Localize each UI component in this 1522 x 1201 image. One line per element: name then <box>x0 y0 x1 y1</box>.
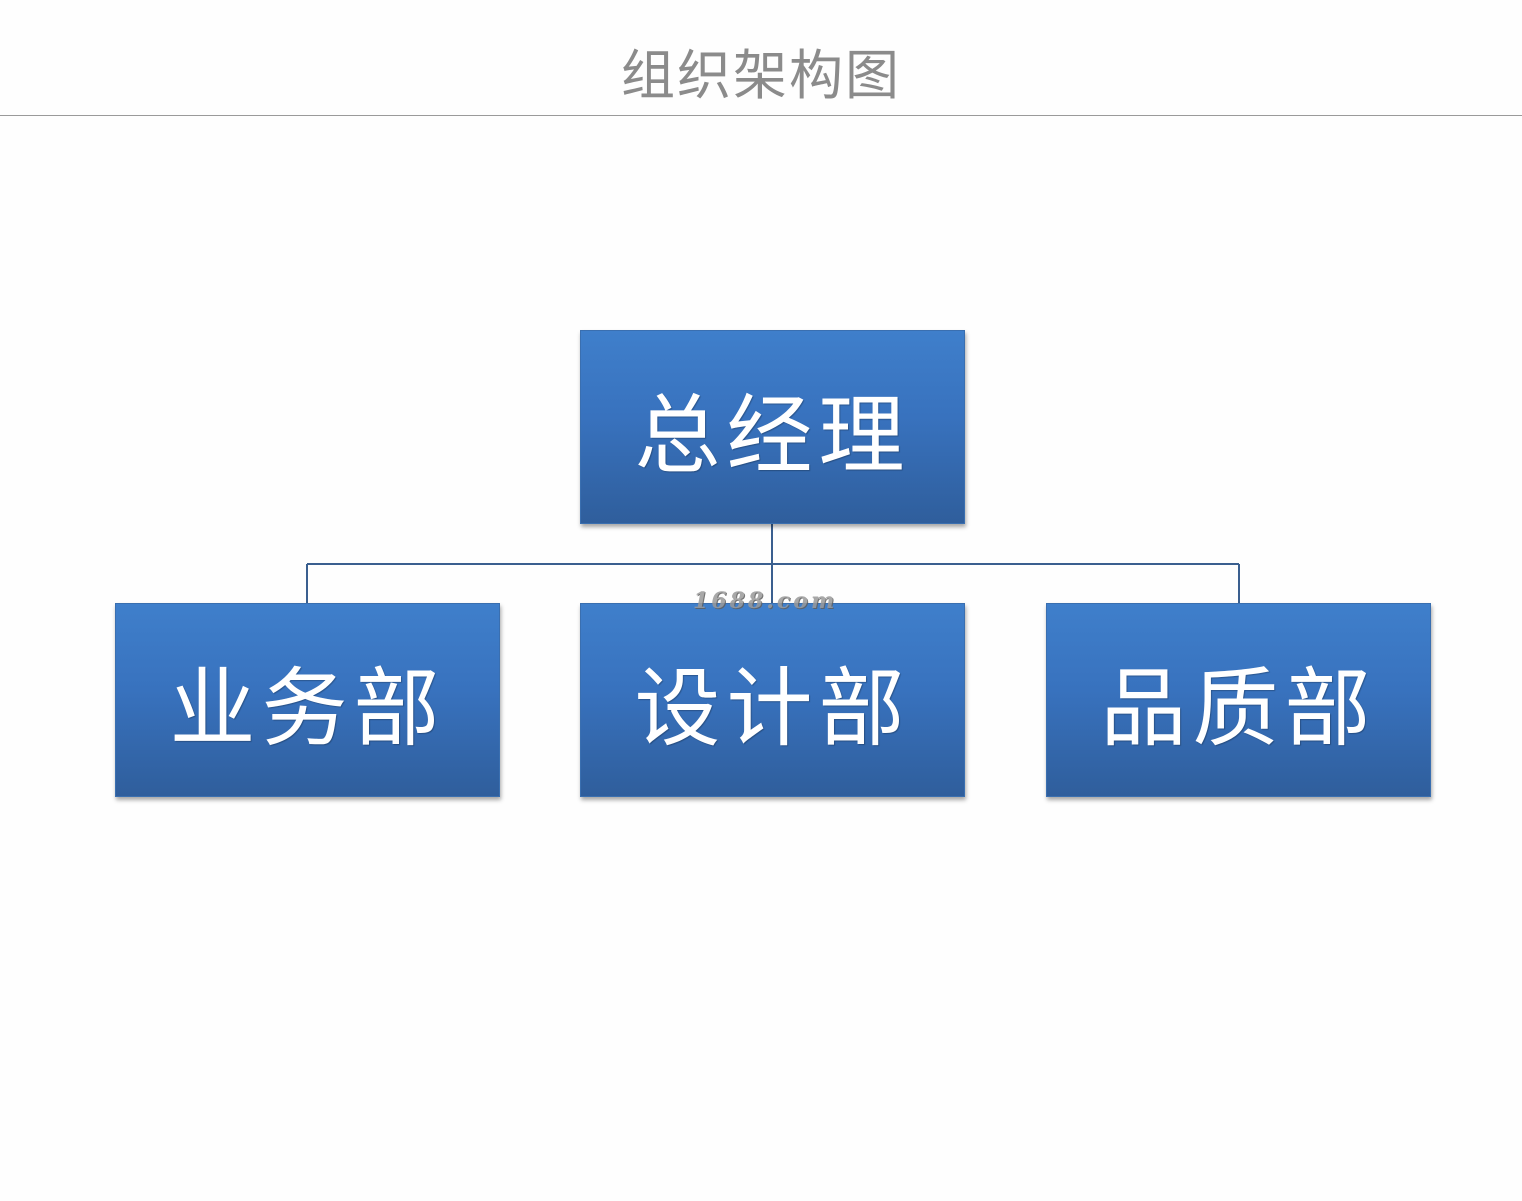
org-node-design-dept: 设计部 <box>580 603 965 797</box>
org-node-label: 品质部 <box>1100 658 1377 759</box>
watermark: 1688.com <box>693 588 838 614</box>
org-node-business-dept: 业务部 <box>115 603 500 797</box>
org-node-general-manager: 总经理 <box>580 330 965 524</box>
page-title: 组织架构图 <box>621 44 901 107</box>
org-node-label: 设计部 <box>634 658 911 759</box>
org-node-label: 总经理 <box>634 385 911 486</box>
title-divider <box>0 115 1522 116</box>
org-node-label: 业务部 <box>169 658 446 759</box>
org-node-quality-dept: 品质部 <box>1046 603 1431 797</box>
